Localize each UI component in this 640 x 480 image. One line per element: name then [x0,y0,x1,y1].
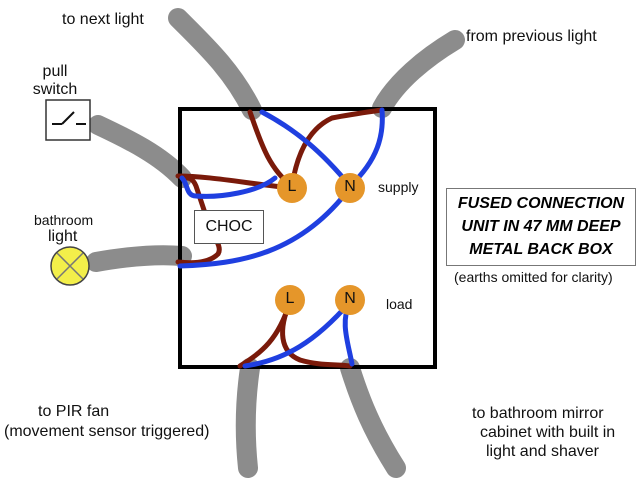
load-neutral-terminal [335,285,365,315]
supply-live-terminal [277,173,307,203]
cable-bathroom-light [86,245,192,272]
label-mirror-3: light and shaver [486,443,599,460]
neutral-wires [177,107,385,369]
label-from-previous-light: from previous light [466,28,597,45]
label-pull: pull [42,63,68,80]
label-pir-fan: to PIR fan [38,403,110,420]
label-load: load [386,296,413,312]
supply-neutral-terminal [335,173,365,203]
terminals [275,173,365,315]
title-line-3: METAL BACK BOX [469,241,613,258]
lamp-symbol [50,246,90,286]
choc-connector: CHOC [194,210,264,244]
label-to-next-light: to next light [62,11,144,28]
label-supply: supply [378,179,419,195]
title-line-2: UNIT IN 47 MM DEEP [461,218,621,235]
title-line-1: FUSED CONNECTION [457,195,625,212]
load-live-terminal [275,285,305,315]
cable-pir-fan [235,358,260,478]
label-switch: switch [32,81,78,98]
supply-neutral-label: N [344,178,356,195]
back-box [178,107,437,369]
label-bathroom: bathroom [34,212,94,228]
note-earths-omitted: (earths omitted for clarity) [454,269,613,285]
cable-from-previous-light [372,30,465,118]
title-box: FUSED CONNECTION UNIT IN 47 MM DEEP META… [446,188,636,266]
choc-label: CHOC [205,218,253,235]
cable-bathroom-mirror [340,358,406,478]
label-pir-sensor: (movement sensor triggered) [4,423,210,440]
cable-pull-switch [88,115,192,188]
cables [86,8,465,478]
label-light: light [48,228,78,245]
load-live-label: L [285,290,295,307]
cable-to-next-light [168,8,262,120]
label-mirror-1: to bathroom mirror [472,405,604,422]
supply-live-label: L [287,178,297,195]
pull-switch-symbol [45,99,91,141]
label-mirror-2: cabinet with built in [480,424,616,441]
load-neutral-label: N [344,290,356,307]
